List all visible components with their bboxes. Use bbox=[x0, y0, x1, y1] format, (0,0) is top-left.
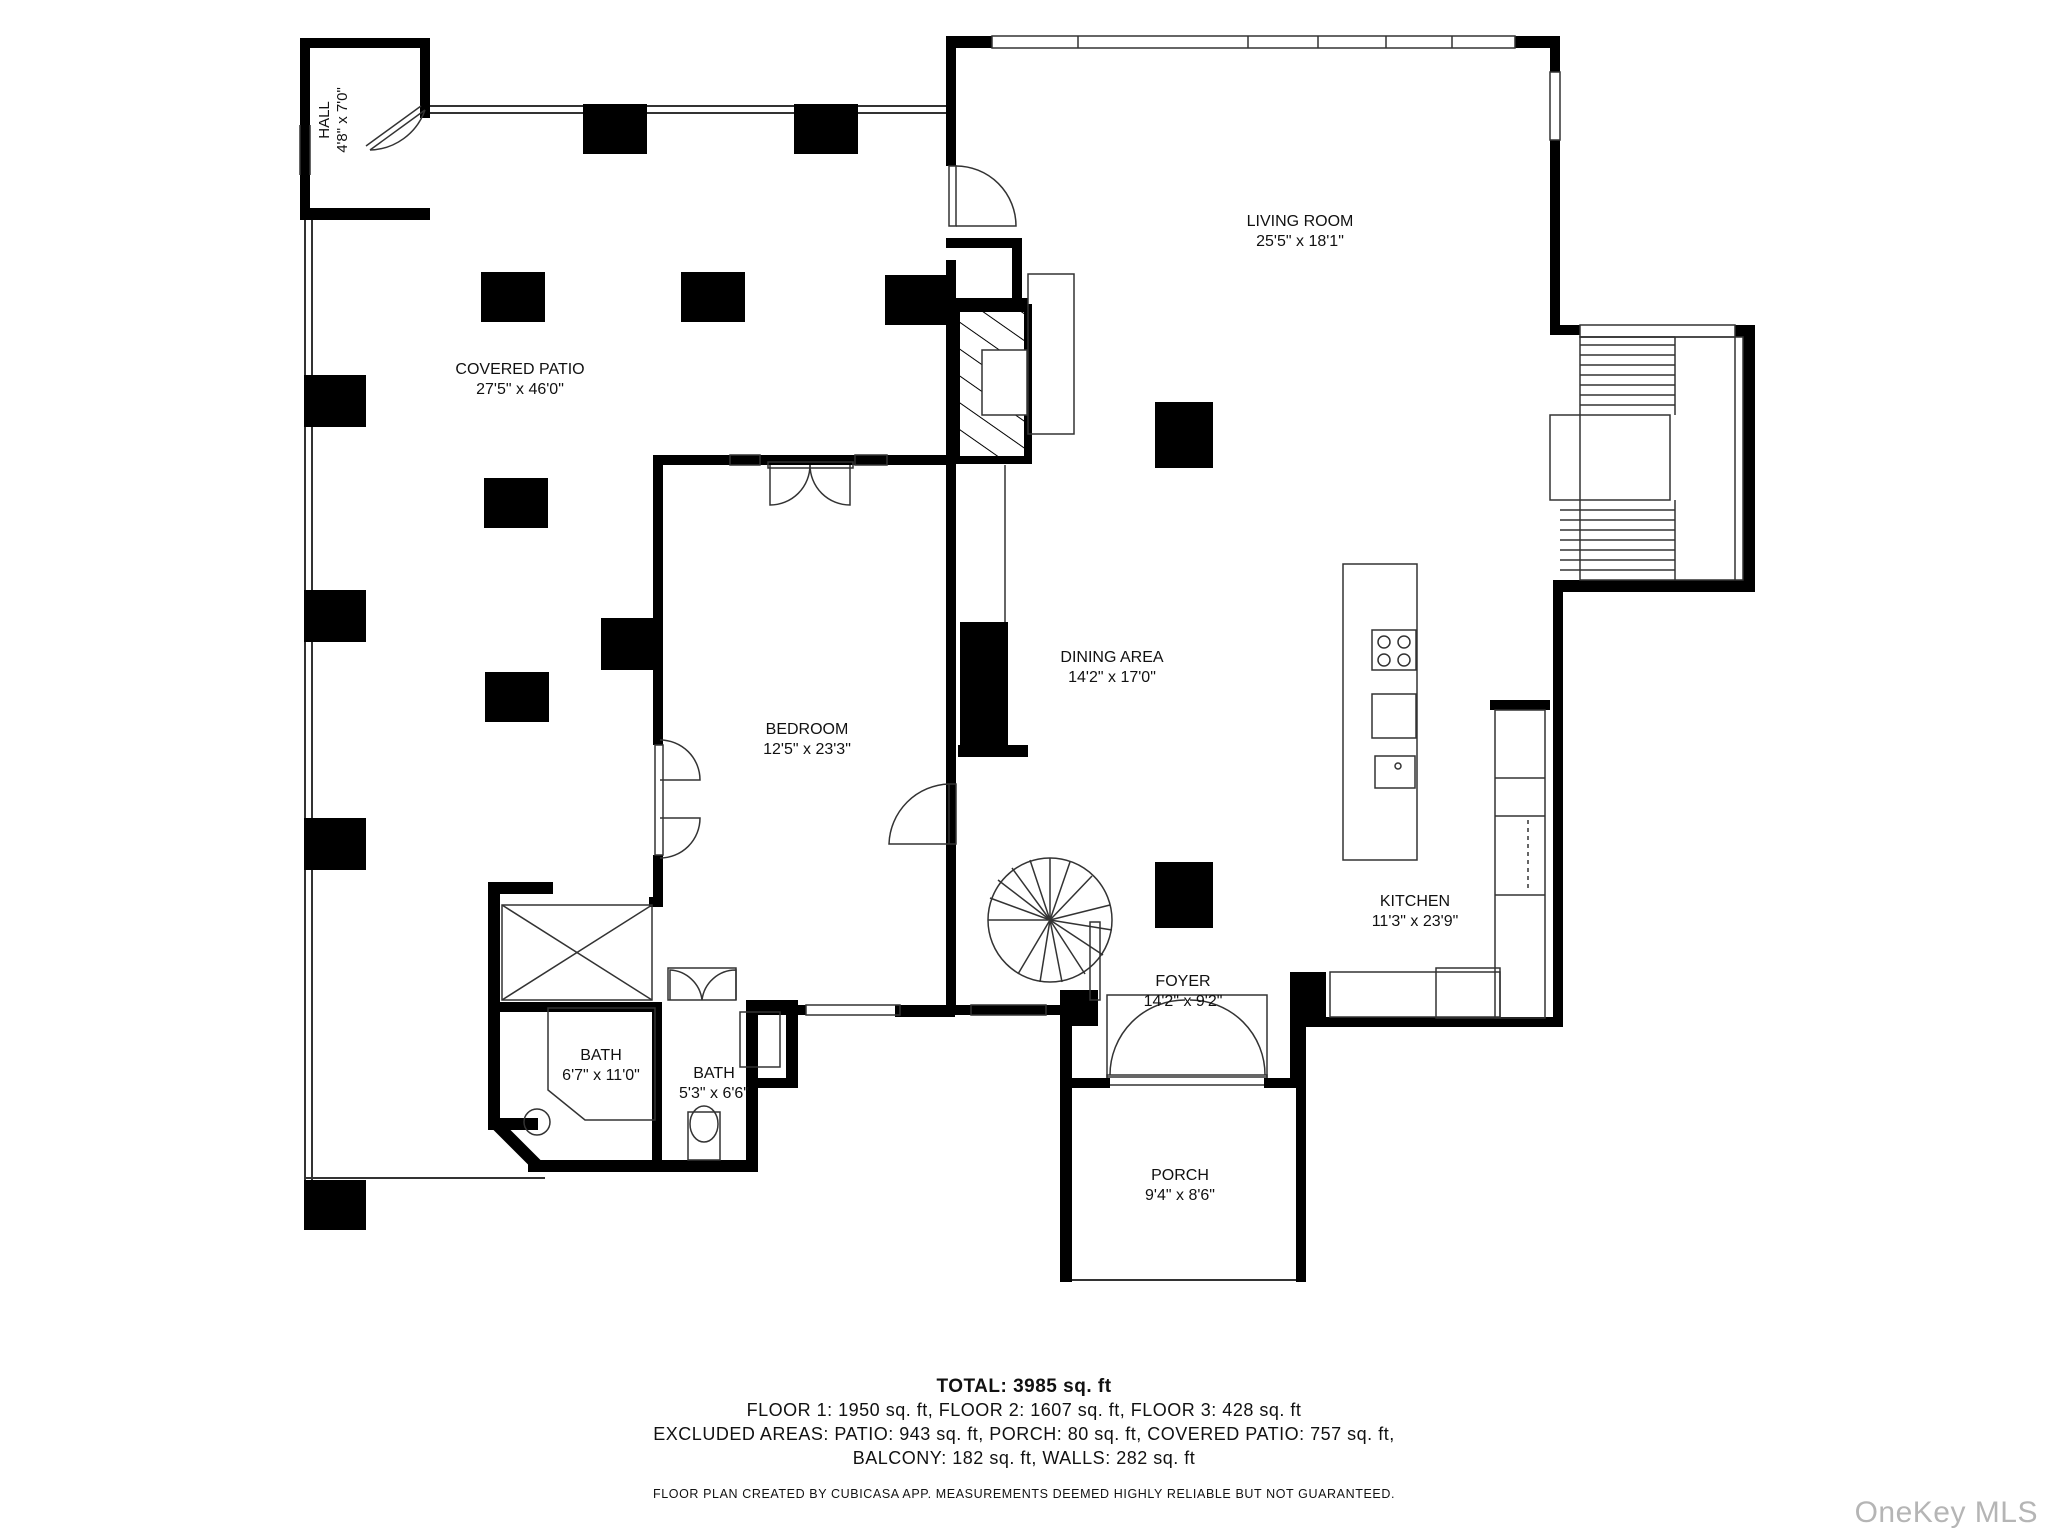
main-walls bbox=[896, 36, 1755, 1282]
porch-name: PORCH bbox=[1151, 1167, 1209, 1184]
bath-chamfer bbox=[489, 1117, 543, 1171]
bedroom-name: BEDROOM bbox=[765, 721, 849, 738]
hall-window bbox=[299, 125, 311, 175]
dining-area-name: DINING AREA bbox=[1060, 649, 1164, 666]
bath-2-fixtures bbox=[667, 967, 781, 1161]
living-room-dims: 25'5" x 18'1" bbox=[1256, 233, 1344, 250]
room-label-porch: PORCH 9'4" x 8'6" bbox=[1145, 1166, 1215, 1206]
foyer-name: FOYER bbox=[1155, 973, 1211, 990]
room-label-foyer: FOYER 14'2" x 9'2" bbox=[1144, 972, 1223, 1012]
room-label-bath-1: BATH 6'7" x 11'0" bbox=[562, 1046, 640, 1086]
bath-1-name: BATH bbox=[580, 1047, 622, 1064]
hall-dims: 4'8" x 7'0" bbox=[334, 87, 351, 153]
spiral-stair bbox=[987, 857, 1113, 1001]
total-area: TOTAL: 3985 sq. ft bbox=[936, 1376, 1112, 1397]
kitchen-name: KITCHEN bbox=[1379, 893, 1451, 910]
room-label-bedroom: BEDROOM 12'5" x 23'3" bbox=[763, 720, 851, 760]
room-label-living-room: LIVING ROOM 25'5" x 18'1" bbox=[1247, 212, 1354, 252]
shower bbox=[501, 904, 653, 1001]
covered-patio-dims: 27'5" x 46'0" bbox=[476, 381, 564, 398]
watermark-logo: OneKey MLS bbox=[1854, 1496, 2038, 1529]
room-label-bath-2: BATH 5'3" x 6'6" bbox=[679, 1064, 749, 1104]
exterior-stairs bbox=[1549, 324, 1744, 581]
bedroom-windows bbox=[729, 454, 1047, 1016]
excluded-areas-line-2: BALCONY: 182 sq. ft, WALLS: 282 sq. ft bbox=[852, 1448, 1196, 1468]
patio-columns bbox=[304, 104, 949, 1230]
dining-area-dims: 14'2" x 17'0" bbox=[1068, 669, 1156, 686]
bedroom-closet-doors bbox=[654, 461, 854, 859]
bath-2-dims: 5'3" x 6'6" bbox=[679, 1085, 749, 1102]
bedroom-dims: 12'5" x 23'3" bbox=[763, 741, 851, 758]
room-label-covered-patio: COVERED PATIO 27'5" x 46'0" bbox=[455, 360, 584, 400]
living-room-name: LIVING ROOM bbox=[1246, 213, 1354, 230]
bath-walls bbox=[488, 882, 798, 1172]
porch-walls bbox=[1060, 1010, 1304, 1282]
floor-areas: FLOOR 1: 1950 sq. ft, FLOOR 2: 1607 sq. … bbox=[746, 1400, 1302, 1420]
hall-name: HALL bbox=[316, 101, 333, 139]
room-label-dining-area: DINING AREA 14'2" x 17'0" bbox=[1060, 648, 1163, 688]
covered-patio-name: COVERED PATIO bbox=[455, 361, 585, 378]
foyer-doors bbox=[1106, 994, 1268, 1086]
bath-2-name: BATH bbox=[693, 1065, 735, 1082]
bedroom-entry-door bbox=[888, 783, 957, 845]
room-label-kitchen: KITCHEN 11'3" x 23'9" bbox=[1372, 892, 1459, 932]
kitchen-dims: 11'3" x 23'9" bbox=[1371, 913, 1459, 930]
hall-walls bbox=[300, 38, 430, 220]
kitchen-counters bbox=[1329, 709, 1546, 1019]
bath-1-dims: 6'7" x 11'0" bbox=[562, 1067, 640, 1084]
disclaimer: FLOOR PLAN CREATED BY CUBICASA APP. MEAS… bbox=[652, 1487, 1396, 1501]
bathtub bbox=[523, 1007, 656, 1136]
hall-door bbox=[365, 105, 426, 151]
room-label-hall: HALL 4'8" x 7'0" bbox=[316, 70, 352, 170]
foyer-dims: 14'2" x 9'2" bbox=[1143, 993, 1223, 1010]
kitchen-island bbox=[1342, 563, 1418, 861]
living-room-door bbox=[948, 165, 1017, 227]
porch-dims: 9'4" x 8'6" bbox=[1145, 1187, 1215, 1204]
living-room-windows bbox=[991, 35, 1561, 141]
excluded-areas-line-1: EXCLUDED AREAS: PATIO: 943 sq. ft, PORCH… bbox=[653, 1424, 1395, 1444]
fireplace bbox=[946, 238, 1075, 464]
